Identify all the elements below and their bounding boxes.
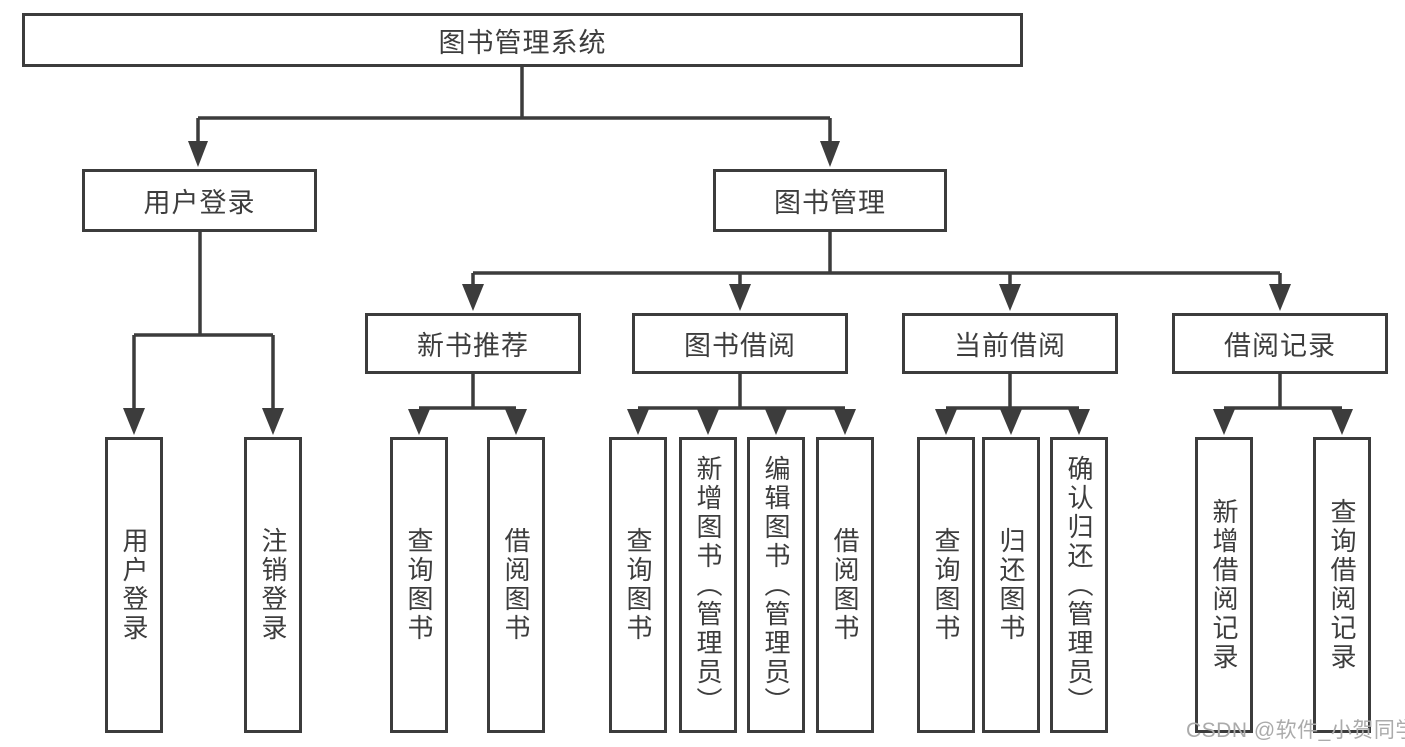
leaf-label: 查询借阅记录 [1327, 498, 1357, 672]
leaf-label: 新增图书（管理员） [693, 454, 723, 716]
leaf-label: 查询图书 [931, 527, 961, 643]
leaf-query-borrow-record: 查询借阅记录 [1313, 437, 1371, 733]
leaf-label: 确认归还（管理员） [1064, 454, 1094, 716]
node-current-borrow: 当前借阅 [902, 313, 1118, 374]
arrowheads [123, 141, 1353, 435]
node-borrow-records: 借阅记录 [1172, 313, 1388, 374]
leaf-add-borrow-record: 新增借阅记录 [1195, 437, 1253, 733]
leaf-label: 查询图书 [623, 527, 653, 643]
leaf-add-book-admin: 新增图书（管理员） [679, 437, 737, 733]
leaf-label: 注销登录 [258, 527, 288, 643]
node-new-book-recommend: 新书推荐 [365, 313, 581, 374]
leaf-label: 归还图书 [996, 527, 1026, 643]
leaf-label: 借阅图书 [830, 527, 860, 643]
leaf-label: 编辑图书（管理员） [761, 454, 791, 716]
leaf-label: 借阅图书 [501, 527, 531, 643]
leaf-label: 用户登录 [119, 527, 149, 643]
leaf-query-books-borrow: 查询图书 [609, 437, 667, 733]
leaf-user-login: 用户登录 [105, 437, 163, 733]
leaf-label: 查询图书 [404, 527, 434, 643]
node-root: 图书管理系统 [22, 13, 1023, 67]
leaf-borrow-books-recommend: 借阅图书 [487, 437, 545, 733]
leaf-query-books-current: 查询图书 [917, 437, 975, 733]
leaf-return-book: 归还图书 [982, 437, 1040, 733]
leaf-confirm-return-admin: 确认归还（管理员） [1050, 437, 1108, 733]
leaf-query-books-recommend: 查询图书 [390, 437, 448, 733]
leaf-borrow-books-borrow: 借阅图书 [816, 437, 874, 733]
leaf-label: 新增借阅记录 [1209, 498, 1239, 672]
node-book-borrow: 图书借阅 [632, 313, 848, 374]
leaf-logout: 注销登录 [244, 437, 302, 733]
node-book-management: 图书管理 [713, 169, 947, 232]
leaf-edit-book-admin: 编辑图书（管理员） [747, 437, 805, 733]
node-user-login: 用户登录 [82, 169, 317, 232]
watermark: CSDN @软件_小贺同学 [1186, 719, 1405, 742]
